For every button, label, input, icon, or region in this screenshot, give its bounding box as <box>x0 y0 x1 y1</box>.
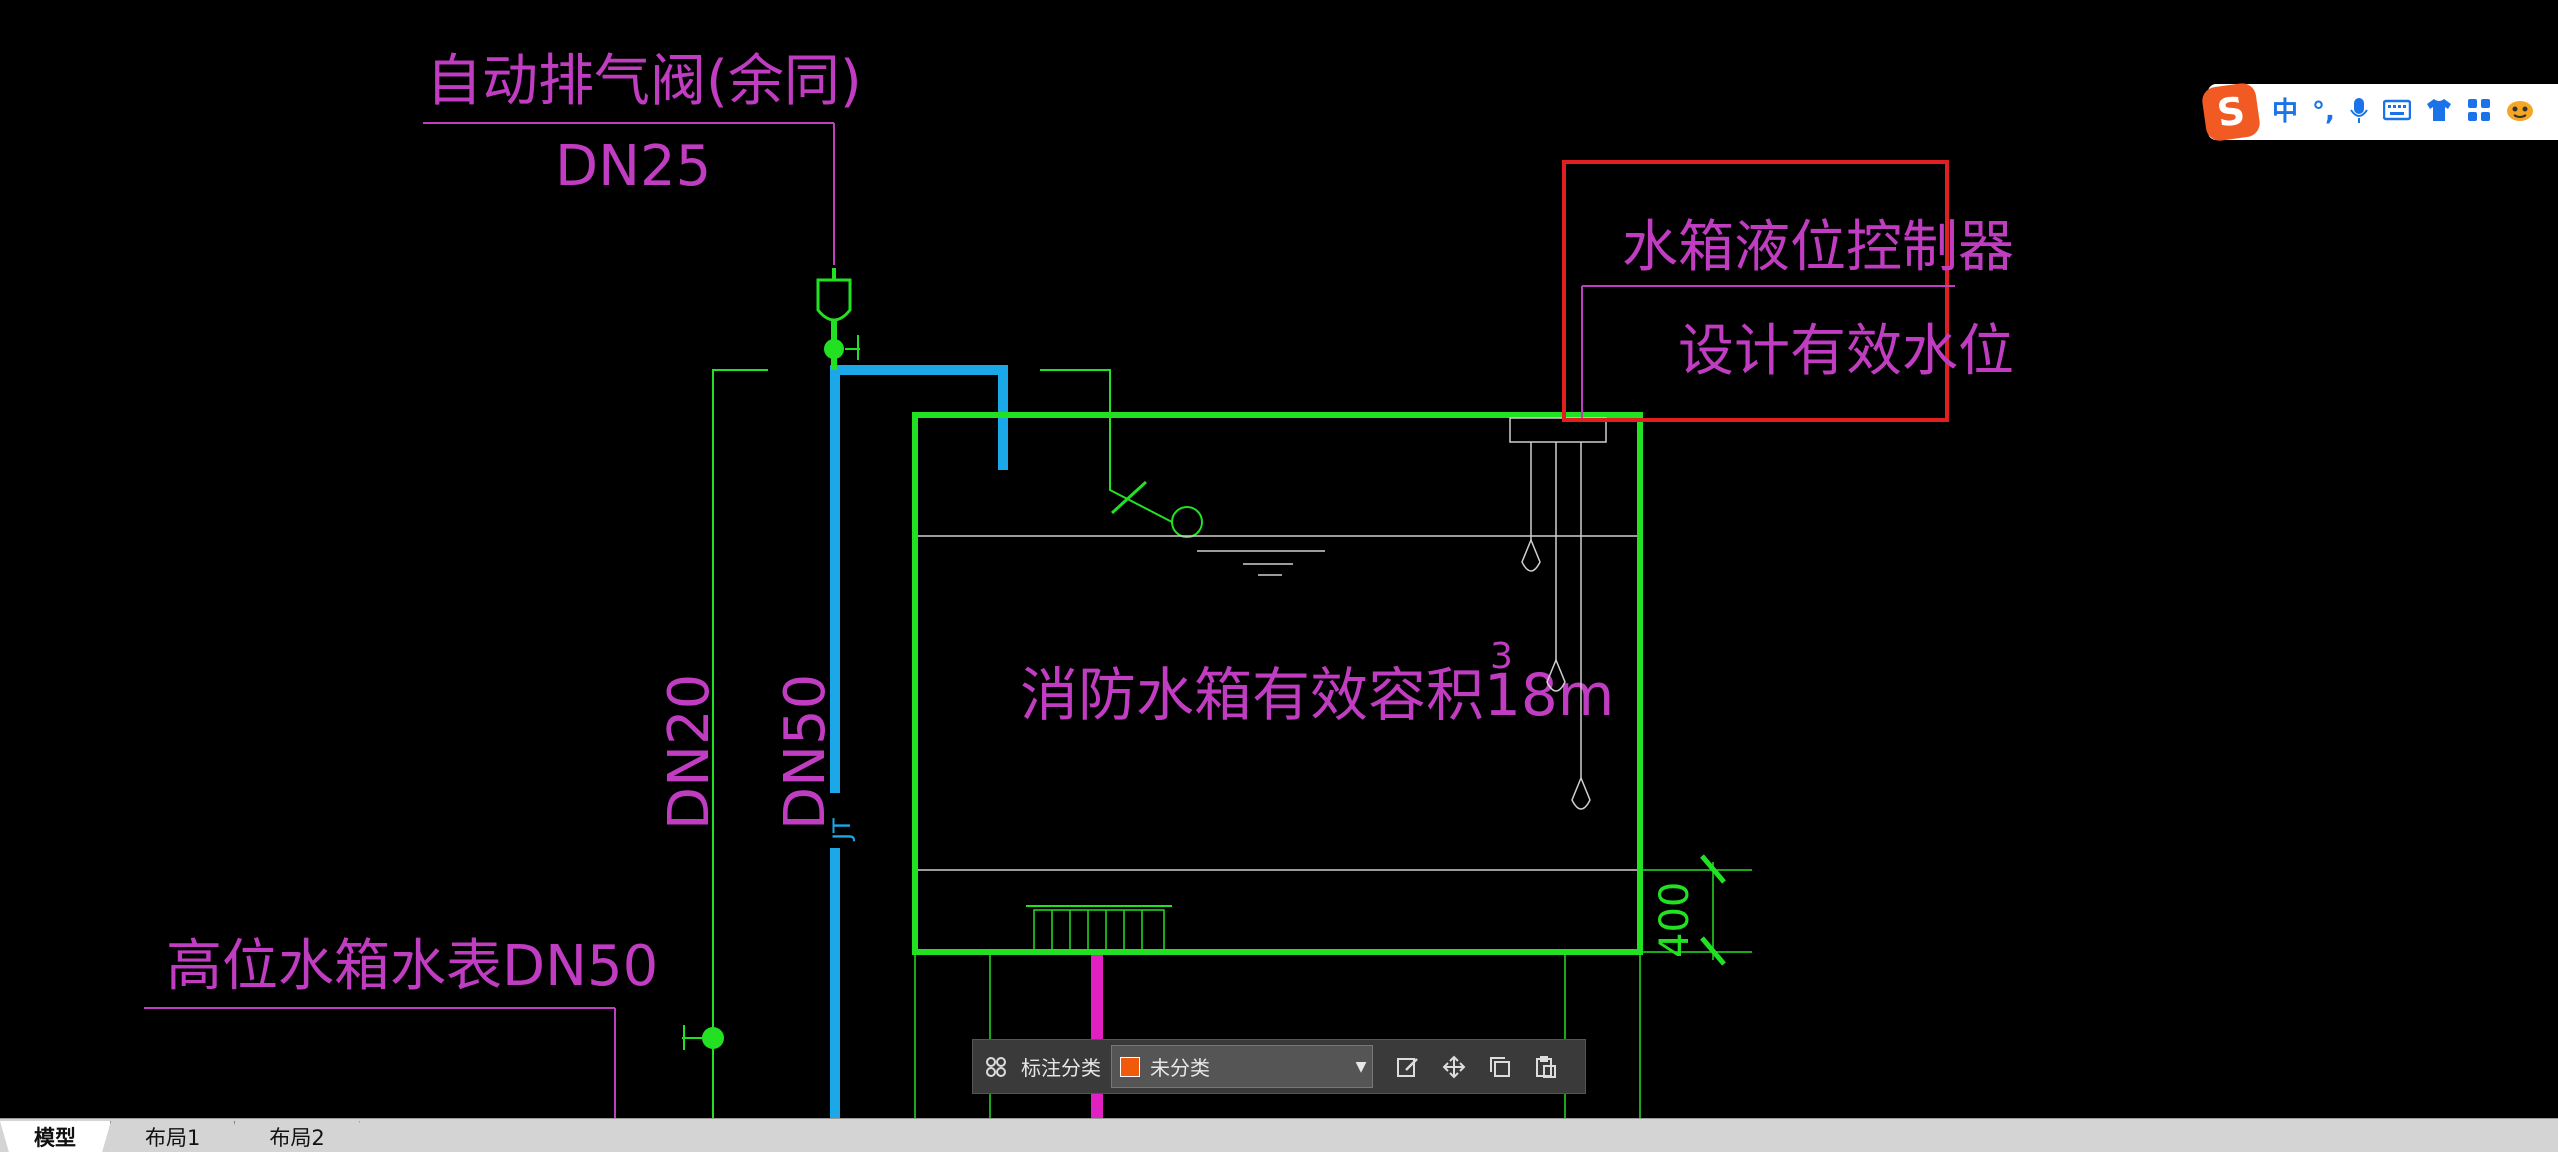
keyboard-icon[interactable] <box>2382 99 2412 126</box>
annotation-toolbar: 标注分类 未分类 ▼ <box>972 1039 1586 1094</box>
grid-icon[interactable] <box>2467 98 2491 127</box>
meter-label: 高位水箱水表DN50 <box>166 934 658 999</box>
sogou-logo-icon[interactable]: S <box>2200 81 2262 143</box>
move-icon[interactable] <box>1431 1039 1477 1094</box>
ime-toolbar[interactable]: S 中 °, <box>2200 81 2558 143</box>
tank-volume-superscript: 3 <box>1490 636 1513 677</box>
level-probe-1-tip <box>1521 538 1541 572</box>
annotation-category-value: 未分类 <box>1150 1056 1210 1080</box>
dim-tick-top <box>1700 854 1726 884</box>
annotation-grid-icon[interactable] <box>973 1039 1019 1094</box>
water-tank <box>912 412 1643 955</box>
dim-400-label: 400 <box>1652 882 1698 958</box>
meter-node <box>702 1027 724 1049</box>
dn25-label: DN25 <box>555 134 711 199</box>
layout-tabs: 模型 布局1 布局2 <box>0 1118 2558 1152</box>
dn50-label: DN50 <box>773 674 838 830</box>
edit-icon[interactable] <box>1385 1039 1431 1094</box>
copy-icon[interactable] <box>1477 1039 1523 1094</box>
ime-punctuation[interactable]: °, <box>2312 97 2335 127</box>
outlet-strainer-bars <box>1051 910 1143 950</box>
mic-icon[interactable] <box>2349 96 2369 129</box>
cad-drawing-canvas[interactable]: 自动排气阀(余同) DN25 DN20 DN50 JT 消防水箱有效容积18m … <box>0 0 2558 1118</box>
level-controller-head <box>1509 417 1607 443</box>
tab-layout2[interactable]: 布局2 <box>235 1121 360 1152</box>
annotation-category-label: 标注分类 <box>1021 1056 1101 1080</box>
dn20-label: DN20 <box>657 674 722 830</box>
green-pipe-dn20 <box>712 369 768 1118</box>
highlight-box <box>1562 160 1949 422</box>
category-color-swatch <box>1120 1056 1140 1077</box>
outlet-strainer <box>1033 909 1165 951</box>
air-valve-symbol <box>816 278 852 322</box>
tab-model[interactable]: 模型 <box>0 1121 111 1152</box>
tank-volume-label: 消防水箱有效容积18m <box>1020 661 1614 729</box>
design-level-label: 设计有效水位 <box>1678 319 2014 384</box>
paste-icon[interactable] <box>1523 1039 1569 1094</box>
shirt-icon[interactable] <box>2425 98 2453 127</box>
float-valve-pipe <box>1040 369 1173 523</box>
level-probe-2-tip <box>1546 658 1566 692</box>
tab-layout1[interactable]: 布局1 <box>111 1121 236 1152</box>
float-valve-mark <box>1110 480 1148 515</box>
blue-pipe-dn50 <box>830 365 1008 793</box>
annotation-category-select[interactable]: 未分类 ▼ <box>1111 1045 1373 1088</box>
ime-chinese-mode[interactable]: 中 <box>2272 97 2299 127</box>
level-probe-3-tip <box>1571 776 1591 810</box>
level-controller-label: 水箱液位控制器 <box>1622 215 2014 280</box>
chevron-down-icon[interactable]: ▼ <box>1355 1058 1367 1075</box>
float-ball <box>1171 506 1203 538</box>
mascot-icon[interactable] <box>2505 97 2535 128</box>
dim-tick-bottom <box>1700 936 1726 966</box>
air-valve-label: 自动排气阀(余同) <box>426 49 862 114</box>
jt-label: JT <box>828 818 856 842</box>
